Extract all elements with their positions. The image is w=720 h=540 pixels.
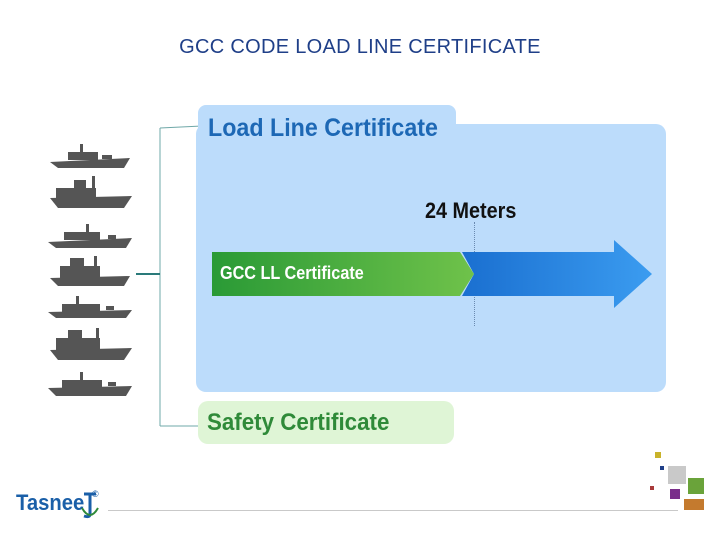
load-line-title: Load Line Certificate: [208, 114, 438, 143]
logo: Tasnee: [16, 490, 84, 516]
blue-arrow: [462, 240, 652, 308]
gcc-ll-label: GCC LL Certificate: [220, 263, 364, 284]
ship-icon: [46, 220, 136, 254]
ship-icon: [46, 256, 136, 290]
decor-square: [650, 486, 654, 490]
decor-square: [684, 499, 704, 510]
page-title: GCC CODE LOAD LINE CERTIFICATE: [0, 36, 720, 59]
decor-square: [660, 466, 664, 470]
footer-divider: [108, 510, 678, 511]
decor-square: [668, 466, 686, 484]
ship-icon: [46, 328, 136, 362]
logo-text: Tasnee: [16, 490, 84, 515]
meters-label: 24 Meters: [425, 198, 516, 224]
ship-icon: [46, 368, 136, 402]
logo-registered-mark: ©: [92, 489, 99, 499]
decor-square: [670, 489, 680, 499]
ship-icon: [46, 292, 136, 326]
decor-square: [655, 452, 661, 458]
decor-square: [688, 478, 704, 494]
ship-icon: [46, 138, 136, 172]
safety-certificate-label: Safety Certificate: [207, 409, 389, 437]
ship-icon: [46, 176, 136, 210]
